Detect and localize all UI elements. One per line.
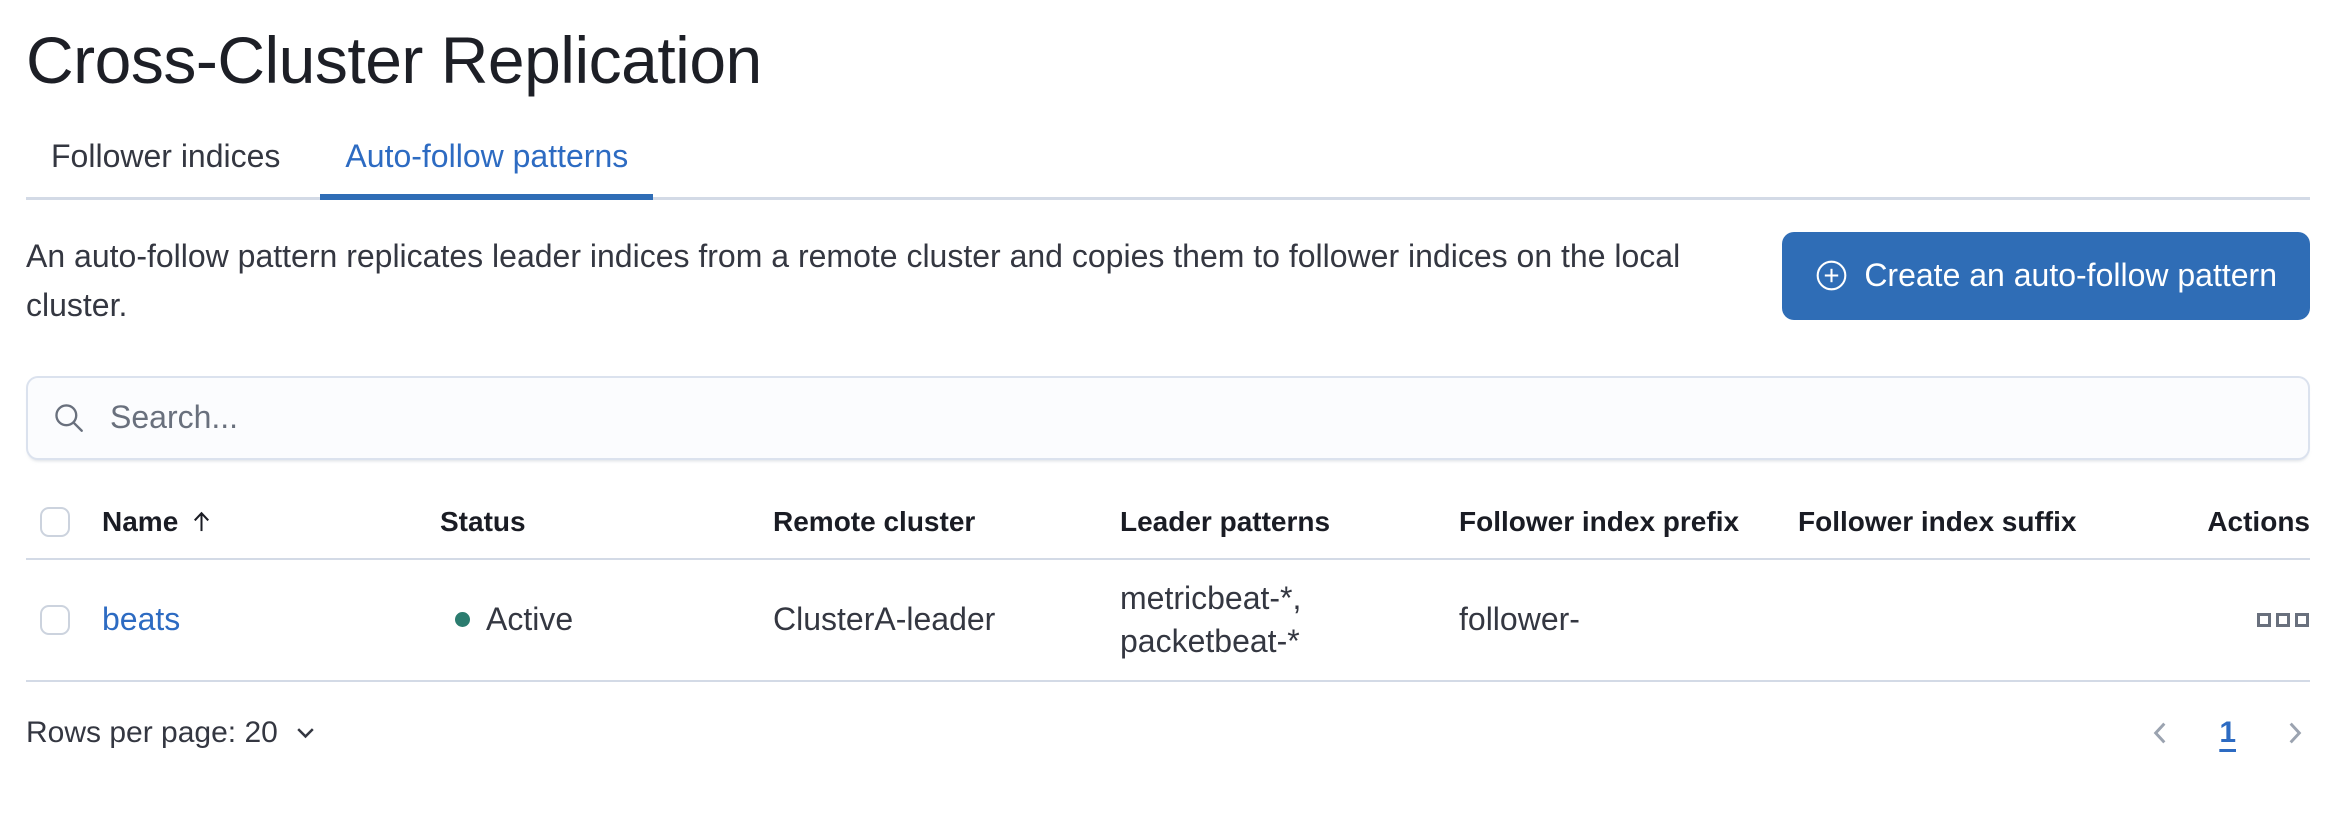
table-header-row: Name Status Remote cluster Leader patter… [26,506,2310,560]
page-number-1[interactable]: 1 [2219,715,2236,749]
status-active-dot-icon [455,612,470,628]
column-header-actions: Actions [2207,505,2310,537]
column-header-follower-index-suffix: Follower index suffix [1798,505,2077,537]
sort-ascending-arrow-icon [188,508,215,535]
column-header-leader-patterns: Leader patterns [1120,505,1331,537]
row-select-cell [26,604,102,635]
remote-cluster-cell: ClusterA-leader [773,601,996,638]
status-label: Active [486,601,574,638]
chevron-right-icon [2278,717,2310,749]
search-bar[interactable] [26,375,2310,460]
column-header-status: Status [440,505,526,537]
leader-patterns-cell: metricbeat-*, packetbeat-* [1120,579,1302,659]
create-button-label: Create an auto-follow pattern [1864,257,2277,294]
chevron-left-icon [2145,717,2177,749]
row-checkbox[interactable] [40,604,70,635]
column-header-remote-cluster: Remote cluster [773,505,976,537]
status-cell: Active [440,601,773,638]
rows-per-page-button[interactable]: Rows per page: 20 [26,716,319,750]
page-title: Cross-Cluster Replication [26,23,762,97]
column-header-name-label: Name [102,505,179,537]
tab-follower-indices[interactable]: Follower indices [51,137,281,174]
select-all-checkbox[interactable] [40,506,70,537]
next-page-button[interactable] [2278,717,2310,749]
row-actions-button[interactable] [2257,612,2310,627]
table-footer: Rows per page: 20 1 [26,682,2310,750]
previous-page-button[interactable] [2145,717,2177,749]
rows-per-page-label: Rows per page: 20 [26,715,278,749]
column-header-follower-index-prefix: Follower index prefix [1459,505,1740,537]
intro-section: An auto-follow pattern replicates leader… [26,231,2310,330]
cross-cluster-replication-page: Cross-Cluster Replication Follower indic… [0,22,2336,750]
search-icon [52,401,86,435]
all-actions-icon [2257,612,2310,627]
follower-index-prefix-cell: follower- [1459,601,1580,638]
tab-bar: Follower indices Auto-follow patterns [26,124,2310,200]
tab-auto-follow-patterns[interactable]: Auto-follow patterns [320,124,654,200]
search-input[interactable] [108,398,2284,438]
pagination: 1 [2145,716,2310,750]
create-auto-follow-pattern-button[interactable]: Create an auto-follow pattern [1782,231,2310,320]
column-header-name[interactable]: Name [102,506,440,538]
name-cell: beats [102,601,440,638]
chevron-down-icon [292,719,319,746]
select-all-cell [26,506,102,537]
table-row: beats Active ClusterA-leader metricbeat-… [26,560,2310,682]
page-description: An auto-follow pattern replicates leader… [26,237,1681,323]
pattern-name-link[interactable]: beats [102,601,181,638]
plus-in-circle-icon [1815,259,1848,292]
